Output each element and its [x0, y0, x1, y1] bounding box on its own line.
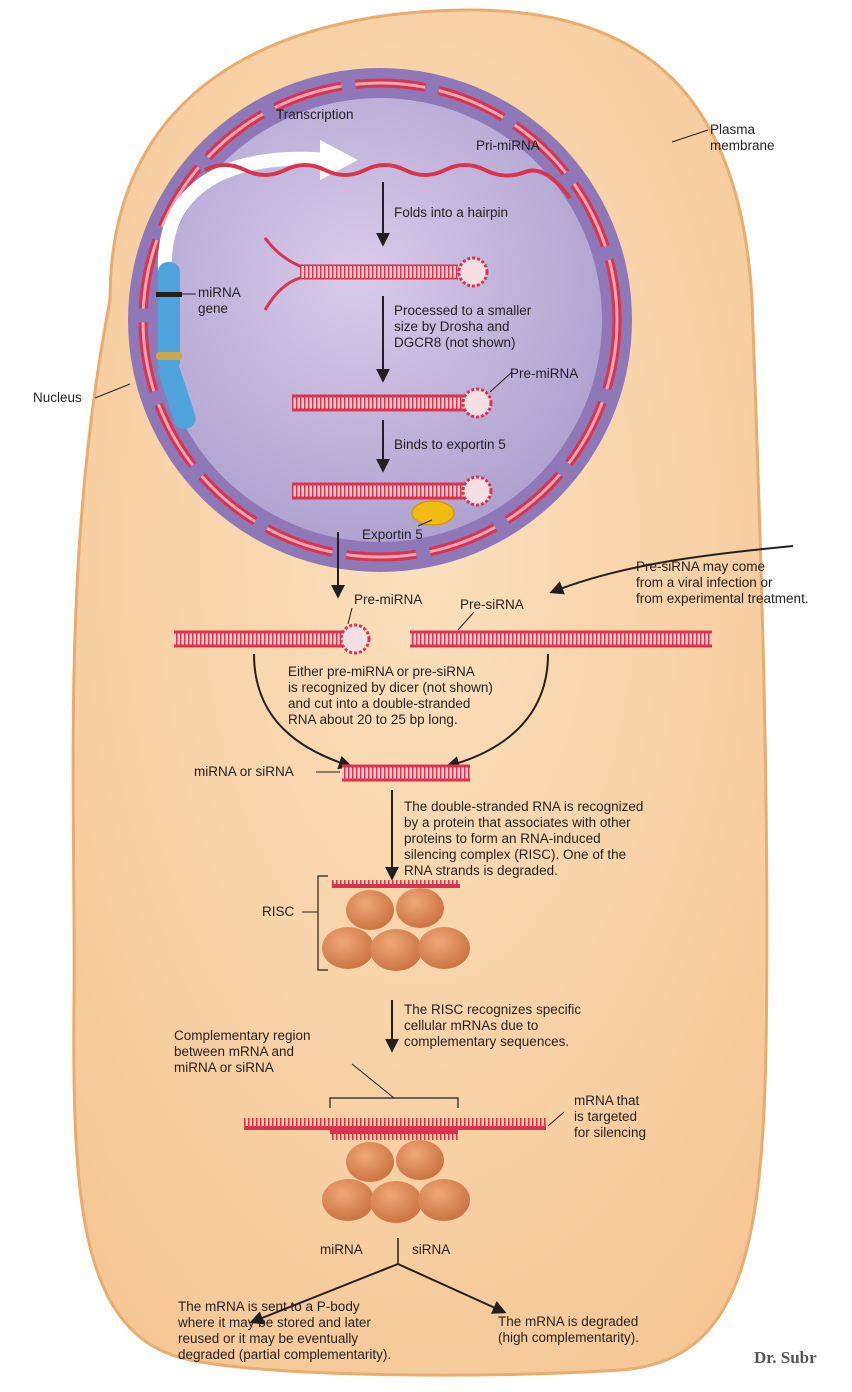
label-recognizes-step: The RISC recognizes specific cellular mR… — [404, 1002, 581, 1050]
label-binds-exportin: Binds to exportin 5 — [394, 437, 506, 453]
label-risc: RISC — [262, 904, 294, 920]
label-mirna-branch: miRNA — [320, 1242, 363, 1258]
label-mirna-or-sirna: miRNA or siRNA — [194, 764, 294, 780]
label-pre-sirna: Pre-siRNA — [460, 597, 524, 613]
mirna-sirna-duplex — [342, 766, 470, 780]
label-nucleus: Nucleus — [33, 390, 82, 406]
label-mirna-gene: miRNA gene — [198, 285, 241, 317]
exportin5-protein — [412, 501, 454, 525]
label-mrna-targeted: mRNA that is targeted for silencing — [574, 1093, 646, 1141]
label-dicer-step: Either pre-miRNA or pre-siRNA is recogni… — [288, 664, 493, 728]
label-degraded-outcome: The mRNA is degraded (high complementari… — [498, 1314, 639, 1346]
label-risc-step: The double-stranded RNA is recognized by… — [404, 799, 643, 879]
label-exportin5: Exportin 5 — [362, 527, 423, 543]
label-pre-mirna-nucleus: Pre-miRNA — [510, 366, 578, 382]
label-pre-mirna: Pre-miRNA — [354, 592, 422, 608]
label-pbody-outcome: The mRNA is sent to a P-body where it ma… — [178, 1299, 391, 1363]
author-footer: Dr. Subr — [754, 1348, 817, 1368]
label-plasma-membrane: Plasma membrane — [710, 122, 775, 154]
label-transcription: Transcription — [276, 107, 354, 123]
label-sirna-branch: siRNA — [412, 1242, 450, 1258]
label-complementary-region: Complementary region between mRNA and mi… — [174, 1028, 311, 1076]
label-folds-hairpin: Folds into a hairpin — [394, 205, 508, 221]
label-pre-sirna-source: Pre-siRNA may come from a viral infectio… — [636, 559, 809, 607]
label-processed: Processed to a smaller size by Drosha an… — [394, 303, 531, 351]
pre-sirna-shape — [410, 632, 712, 646]
label-pri-mirna: Pri-miRNA — [476, 138, 540, 154]
